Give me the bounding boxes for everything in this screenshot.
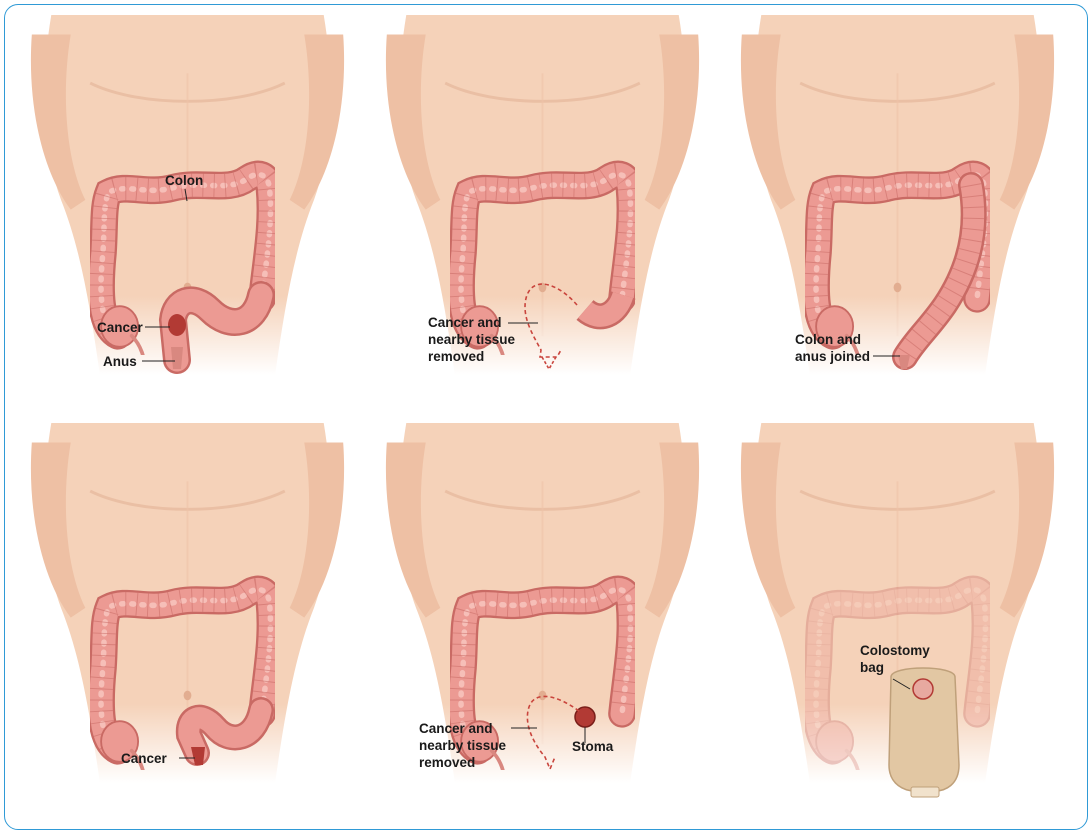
label-removed-line-3: removed [428, 349, 484, 364]
anus-illustration [171, 347, 183, 369]
label-bag-line-1: Colostomy [860, 643, 930, 658]
label-anus: Anus [103, 354, 137, 369]
label-removed-line-2: nearby tissue [428, 332, 516, 347]
panel-top-left: Colon Cancer Anus [31, 15, 344, 375]
panel-bottom-right: Colostomy bag [741, 423, 1054, 797]
label-joined-line-1: Colon and [795, 332, 861, 347]
label-joined-line-2: anus joined [795, 349, 870, 364]
label-removed-line-1: Cancer and [419, 721, 493, 736]
panel-bottom-middle: Cancer and nearby tissue removed Stoma [386, 423, 699, 783]
label-colon: Colon [165, 173, 203, 188]
label-removed-line-3: removed [419, 755, 475, 770]
label-cancer: Cancer [121, 751, 168, 766]
label-stoma: Stoma [572, 739, 614, 754]
illustration-frame: Colon Cancer Anus Cancer and nearby tiss… [4, 4, 1088, 830]
label-removed-line-1: Cancer and [428, 315, 502, 330]
colorectal-surgery-diagram: Colon Cancer Anus Cancer and nearby tiss… [5, 5, 1087, 829]
label-cancer: Cancer [97, 320, 144, 335]
tumor-illustration [168, 314, 186, 336]
label-bag-line-2: bag [860, 660, 884, 675]
panel-top-right: Colon and anus joined [741, 15, 1054, 375]
panel-top-middle: Cancer and nearby tissue removed [386, 15, 699, 375]
panel-bottom-left: Cancer [31, 423, 344, 783]
label-removed-line-2: nearby tissue [419, 738, 507, 753]
